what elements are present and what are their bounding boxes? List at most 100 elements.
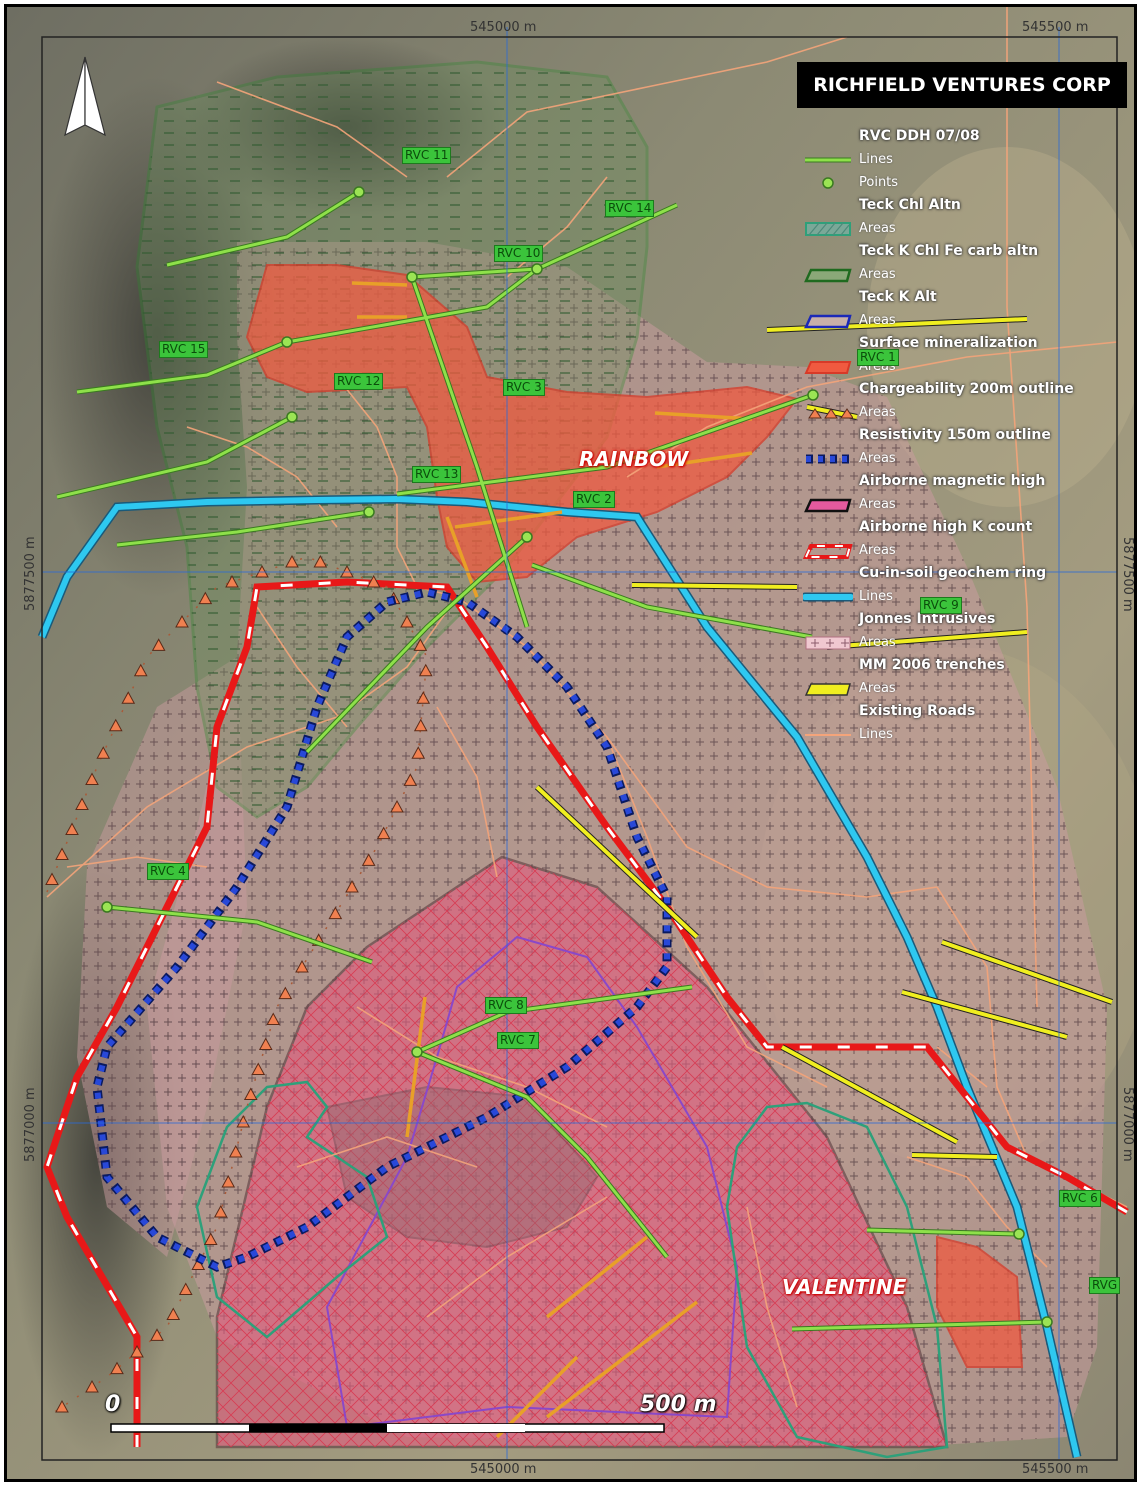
chargeability-triangle [345, 879, 359, 893]
coord-right-5877000: 5877000 m [1120, 1087, 1135, 1162]
chargeability-triangle [243, 1087, 258, 1100]
drillhole-label: RVC 8 [485, 997, 527, 1014]
chargeability-triangle [403, 773, 418, 786]
drillhole-label: RVC 4 [147, 863, 189, 880]
chargeability-triangle [85, 772, 99, 785]
chargeability-triangle [55, 1399, 69, 1413]
chargeability-triangle [328, 906, 343, 920]
chargeability-triangle [258, 1037, 273, 1050]
chargeability-triangle [108, 718, 123, 732]
legend-item-teal-hatch: Areas [799, 217, 1099, 240]
legend-item-triangle-line: Areas [799, 401, 1099, 424]
chargeability-triangle [96, 746, 111, 759]
legend-item-blue-outline: Areas [799, 309, 1099, 332]
legend-item-green-point: Points [799, 171, 1099, 194]
legend-title: Resistivity 150m outline [859, 427, 1051, 443]
coord-top-545000: 545000 m [470, 20, 537, 35]
chargeability-triangle [411, 746, 426, 759]
chargeability-triangle [278, 986, 293, 1000]
legend-item-red-fill: Areas [799, 355, 1099, 378]
north-arrow-icon [64, 56, 106, 137]
legend-title: Existing Roads [859, 703, 976, 719]
chargeability-triangle [251, 1062, 266, 1075]
legend-title: Teck K Alt [859, 289, 937, 305]
drillhole-label: RVC 6 [1059, 1190, 1101, 1207]
chargeability-triangle [213, 1204, 228, 1218]
chargeability-triangle [313, 554, 328, 568]
chargeability-triangle [166, 1307, 181, 1320]
chargeability-triangle [45, 872, 59, 885]
legend-title: Cu-in-soil geochem ring [859, 565, 1047, 581]
chargeability-triangle [221, 1174, 236, 1188]
legend-title: Teck Chl Altn [859, 197, 961, 213]
chargeability-triangle [121, 691, 136, 704]
chargeability-triangle [366, 574, 381, 588]
legend-item-blue-dots: Areas [806, 451, 896, 466]
chargeability-triangle [376, 826, 391, 840]
chargeability-triangle [178, 1282, 193, 1295]
legend-title: Airborne high K count [859, 519, 1033, 535]
drillhole-label: RVC 13 [412, 466, 462, 483]
coord-left-5877000: 5877000 m [23, 1087, 38, 1162]
map-title: RICHFIELD VENTURES CORP [797, 62, 1127, 108]
scale-start-label: 0 [105, 1392, 121, 1417]
chargeability-triangle [110, 1361, 124, 1375]
chargeability-triangle [295, 959, 309, 973]
legend-title: Chargeability 200m outline [859, 381, 1074, 397]
chargeability-triangle [266, 1012, 281, 1025]
drillhole-label: RVC 15 [159, 341, 209, 358]
legend-title: Teck K Chl Fe carb altn [859, 243, 1039, 259]
legend-item-red-dashed: Areas [799, 539, 1099, 562]
drillhole-label: RVC 7 [497, 1032, 539, 1049]
map-canvas[interactable] [7, 7, 1134, 1479]
chargeability-200m-outline [46, 556, 428, 1418]
drillhole-label: RVC 1 [857, 349, 899, 366]
legend-item-green-outline: Areas [799, 263, 1099, 286]
chargeability-triangle [285, 554, 299, 568]
teck-chl-altn-area [195, 1080, 389, 1339]
legend-item-pink-plus: Areas [799, 631, 1099, 654]
drillhole-label: RVC 10 [494, 245, 544, 262]
coord-bottom-545500: 545500 m [1022, 1462, 1089, 1477]
drillhole-label: RVC 12 [334, 373, 384, 390]
legend-title: RVC DDH 07/08 [859, 128, 980, 144]
legend-title: Airborne magnetic high [859, 473, 1046, 489]
chargeability-triangle [150, 1328, 164, 1341]
coord-left-5877500: 5877500 m [23, 536, 38, 611]
drillhole-label: RVC 11 [402, 147, 452, 164]
legend-item-pink-crosshatch: Areas [799, 493, 1099, 516]
legend-title: Surface mineralization [859, 335, 1038, 351]
scale-bar [110, 1423, 665, 1433]
drillhole-label: RVC 2 [573, 491, 615, 508]
drillhole-label: RVC 9 [920, 597, 962, 614]
coord-bottom-545000: 545000 m [470, 1462, 537, 1477]
chargeability-triangle [130, 1344, 144, 1358]
chargeability-triangle [413, 718, 428, 732]
chargeability-triangle [175, 614, 189, 628]
chargeability-triangle [55, 847, 69, 860]
chargeability-triangle [65, 822, 79, 835]
legend-item-road-line: Lines [805, 727, 893, 742]
chargeability-triangle [413, 638, 428, 651]
chargeability-triangle [416, 691, 431, 704]
chargeability-triangle [203, 1232, 218, 1245]
drillhole-collars [101, 186, 1053, 1328]
zone-label-valentine: VALENTINE [782, 1275, 907, 1299]
chargeability-triangle [198, 591, 213, 605]
chargeability-triangle [390, 799, 404, 813]
chargeability-triangle [133, 663, 148, 677]
legend-title: MM 2006 trenches [859, 657, 1005, 673]
map-frame: 545000 m 545500 m 545000 m 545500 m 5877… [4, 4, 1137, 1482]
coord-right-5877500: 5877500 m [1120, 537, 1135, 612]
legend-item-cyan-line: Lines [803, 589, 893, 604]
chargeability-triangle [361, 853, 376, 866]
drillhole-label: RVC 14 [605, 200, 655, 217]
coordinate-grid [42, 27, 1117, 1459]
drillhole-label: RVC 3 [503, 379, 545, 396]
scale-end-label: 500 m [640, 1392, 717, 1417]
chargeability-triangle [75, 797, 89, 810]
legend-item-yellow-fill: Areas [799, 677, 1099, 700]
drillhole-label: RVG [1089, 1277, 1121, 1294]
chargeability-triangle [228, 1144, 243, 1158]
